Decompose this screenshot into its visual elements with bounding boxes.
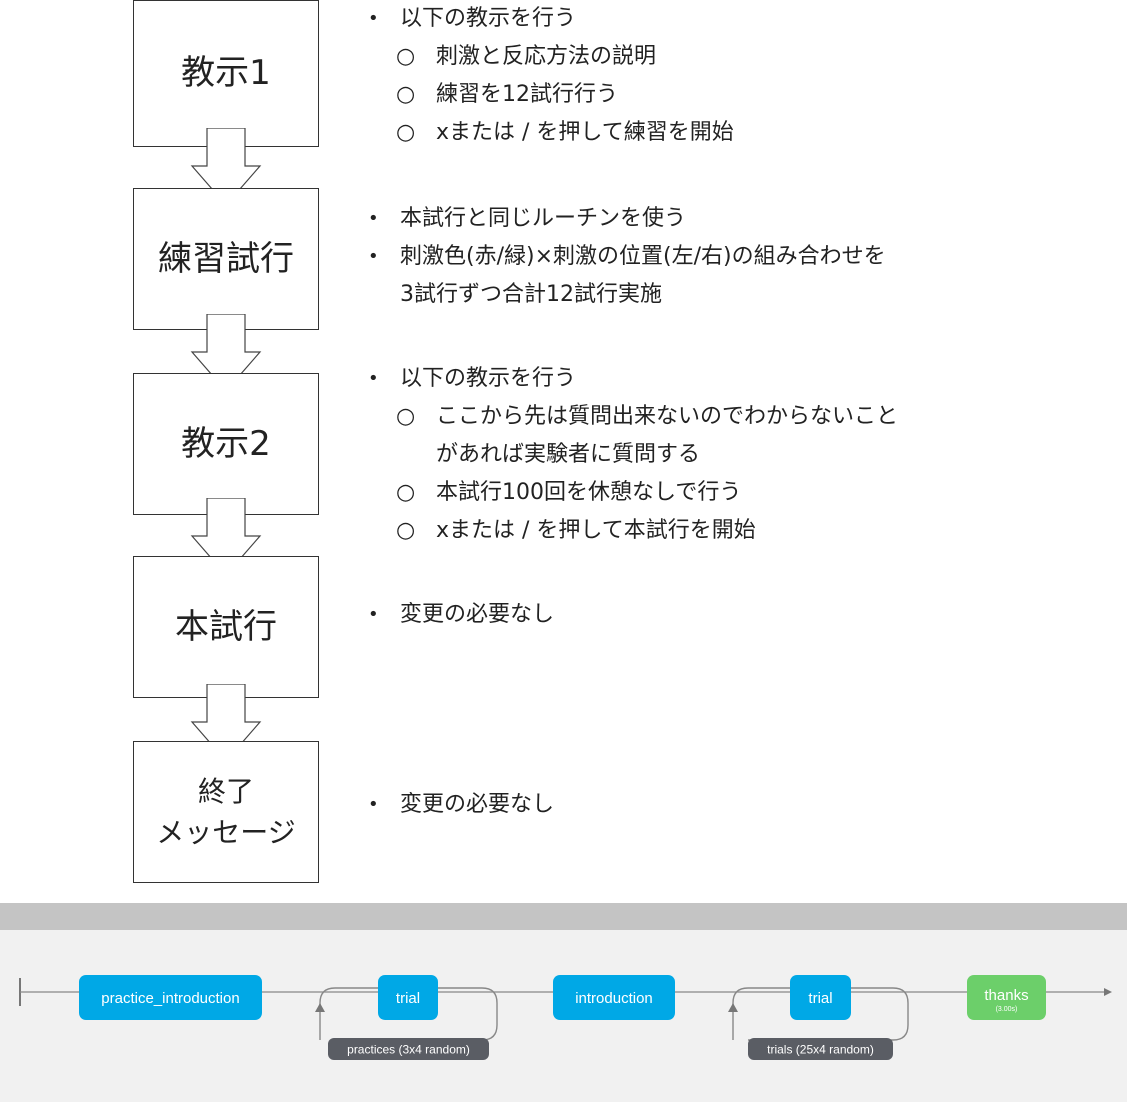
routine-thanks[interactable]: thanks (3.00s)	[967, 975, 1046, 1020]
down-arrow-icon	[190, 314, 262, 392]
sub-item: 練習を12試行行う	[368, 76, 734, 114]
routine-label: thanks	[984, 987, 1028, 1004]
loop-trials[interactable]: trials (25x4 random)	[748, 1038, 893, 1060]
description-main-trials: 変更の必要なし	[368, 596, 554, 634]
flow-box-label-line-1: 終了	[197, 775, 254, 808]
loop-arrow-icon	[728, 1003, 738, 1012]
routine-trial-main[interactable]: trial	[790, 975, 851, 1020]
sub-item: 刺激と反応方法の説明	[368, 38, 734, 76]
flow-box-practice-trials: 練習試行	[133, 188, 319, 330]
experiment-flow-diagram: practices (3x4 random) trials (25x4 rand…	[19, 975, 1112, 1060]
description-instruction-2: 以下の教示を行う ここから先は質問出来ないのでわからないこと があれば実験者に質…	[368, 360, 898, 550]
bullet-item: 以下の教示を行う	[368, 0, 734, 38]
bullet-item: 変更の必要なし	[368, 596, 554, 634]
flow-box-instruction-2: 教示2	[133, 373, 319, 515]
bullet-item: 刺激色(赤/緑)×刺激の位置(左/右)の組み合わせを	[368, 238, 886, 276]
loop-practices-path	[319, 987, 498, 1041]
flow-box-label: 本試行	[175, 606, 277, 647]
bullet-item: 本試行と同じルーチンを使う	[368, 200, 886, 238]
sub-item: xまたは / を押して本試行を開始	[368, 512, 898, 550]
bullet-item: 変更の必要なし	[368, 786, 554, 824]
bullet-item: 以下の教示を行う	[368, 360, 898, 398]
sub-item: ここから先は質問出来ないのでわからないこと	[368, 398, 898, 436]
description-instruction-1: 以下の教示を行う 刺激と反応方法の説明 練習を12試行行う xまたは / を押し…	[368, 0, 734, 152]
loop-label: trials (25x4 random)	[767, 1043, 874, 1057]
timeline-end-arrow-icon	[1104, 988, 1112, 996]
description-practice-trials: 本試行と同じルーチンを使う 刺激色(赤/緑)×刺激の位置(左/右)の組み合わせを…	[368, 200, 886, 314]
experiment-flow-panel: practices (3x4 random) trials (25x4 rand…	[0, 930, 1127, 1102]
routine-introduction[interactable]: introduction	[553, 975, 675, 1020]
routine-trial-practice[interactable]: trial	[378, 975, 438, 1020]
flow-box-label-line-2: メッセージ	[156, 816, 296, 849]
loop-arrow-icon	[315, 1003, 325, 1012]
description-end-message: 変更の必要なし	[368, 786, 554, 824]
flow-box-label: 教示2	[181, 423, 271, 464]
flow-box-instruction-1: 教示1	[133, 0, 319, 147]
routine-label: trial	[396, 990, 420, 1007]
loop-trials-path	[732, 987, 909, 1041]
down-arrow-icon	[190, 498, 262, 576]
sub-item: xまたは / を押して練習を開始	[368, 114, 734, 152]
flow-box-end-message: 終了 メッセージ	[133, 741, 319, 883]
loop-practices[interactable]: practices (3x4 random)	[328, 1038, 489, 1060]
routine-label: practice_introduction	[101, 990, 239, 1007]
flow-box-main-trials: 本試行	[133, 556, 319, 698]
flow-panel-header	[0, 903, 1127, 930]
routine-label: trial	[808, 990, 832, 1007]
sub-continuation: があれば実験者に質問する	[436, 442, 701, 467]
routine-label: introduction	[575, 990, 653, 1007]
routine-practice-introduction[interactable]: practice_introduction	[79, 975, 262, 1020]
flow-box-label: 練習試行	[158, 238, 294, 279]
routine-duration: (3.00s)	[996, 1006, 1018, 1013]
sub-item: 本試行100回を休憩なしで行う	[368, 474, 898, 512]
bullet-continuation: 3試行ずつ合計12試行実施	[400, 282, 662, 307]
down-arrow-icon	[190, 128, 262, 206]
loop-label: practices (3x4 random)	[347, 1043, 470, 1057]
flow-box-label: 教示1	[181, 53, 271, 94]
